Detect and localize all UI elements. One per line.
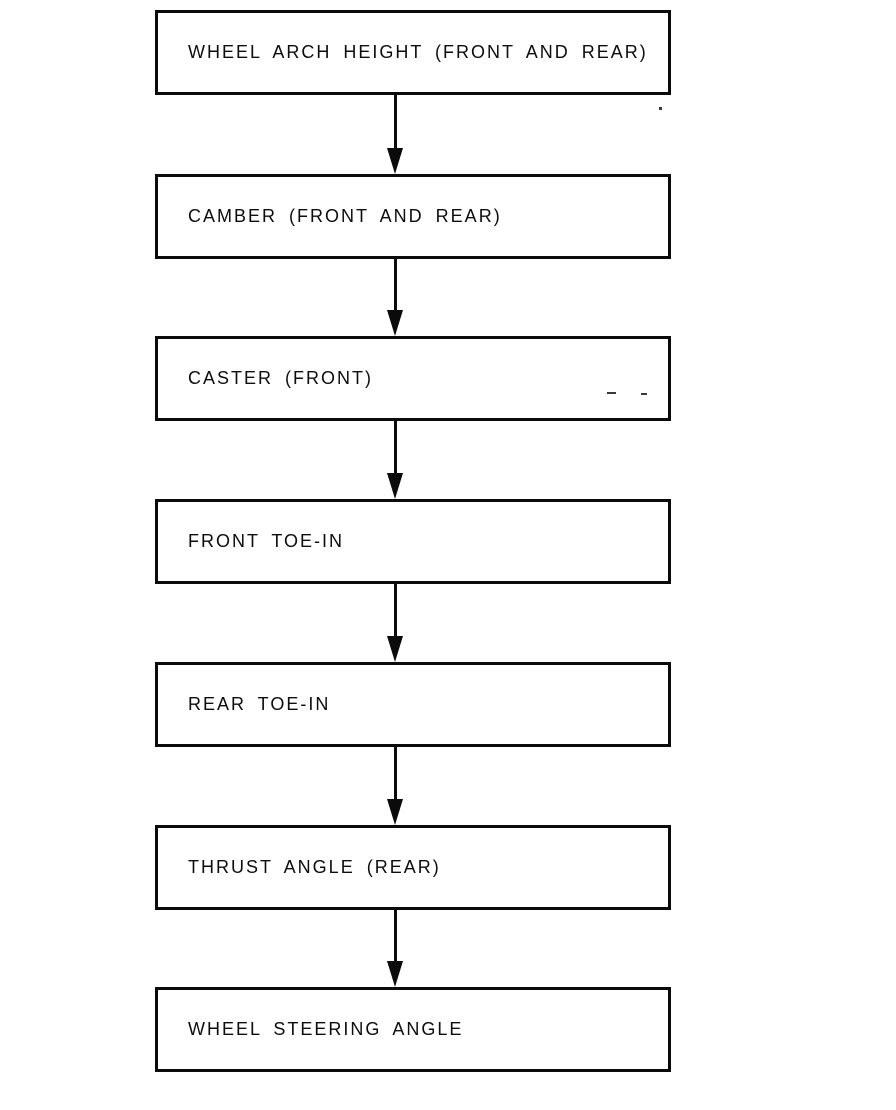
arrow-head	[387, 310, 403, 336]
scan-speck	[607, 392, 616, 394]
flow-step-label: WHEEL ARCH HEIGHT (FRONT AND REAR)	[188, 42, 648, 62]
flow-step-rear-toe-in: REAR TOE-IN	[155, 662, 671, 747]
arrow-shaft	[393, 95, 397, 152]
arrow-head	[387, 961, 403, 987]
arrow-head	[387, 473, 403, 499]
flow-step-caster: CASTER (FRONT)	[155, 336, 671, 421]
arrow-head	[387, 636, 403, 662]
arrow-head	[387, 799, 403, 825]
down-arrow-icon	[386, 910, 404, 987]
arrow-shaft	[393, 421, 397, 477]
down-arrow-icon	[386, 421, 404, 499]
flow-step-label: WHEEL STEERING ANGLE	[188, 1019, 464, 1039]
scan-speck	[641, 393, 647, 395]
flow-step-camber: CAMBER (FRONT AND REAR)	[155, 174, 671, 259]
arrow-shaft	[393, 584, 397, 640]
down-arrow-icon	[386, 259, 404, 336]
arrow-head	[387, 148, 403, 174]
flow-step-label: CASTER (FRONT)	[188, 368, 373, 388]
arrow-shaft	[393, 259, 397, 314]
flow-step-label: REAR TOE-IN	[188, 694, 331, 714]
arrow-shaft	[393, 910, 397, 965]
down-arrow-icon	[386, 95, 404, 174]
down-arrow-icon	[386, 584, 404, 662]
flow-step-label: THRUST ANGLE (REAR)	[188, 857, 441, 877]
flow-step-label: FRONT TOE-IN	[188, 531, 345, 551]
flow-step-label: CAMBER (FRONT AND REAR)	[188, 206, 502, 226]
scan-speck	[659, 107, 662, 110]
arrow-shaft	[393, 747, 397, 803]
flow-step-wheel-steering-angle: WHEEL STEERING ANGLE	[155, 987, 671, 1072]
down-arrow-icon	[386, 747, 404, 825]
flow-step-front-toe-in: FRONT TOE-IN	[155, 499, 671, 584]
flow-step-thrust-angle: THRUST ANGLE (REAR)	[155, 825, 671, 910]
flow-step-wheel-arch-height: WHEEL ARCH HEIGHT (FRONT AND REAR)	[155, 10, 671, 95]
